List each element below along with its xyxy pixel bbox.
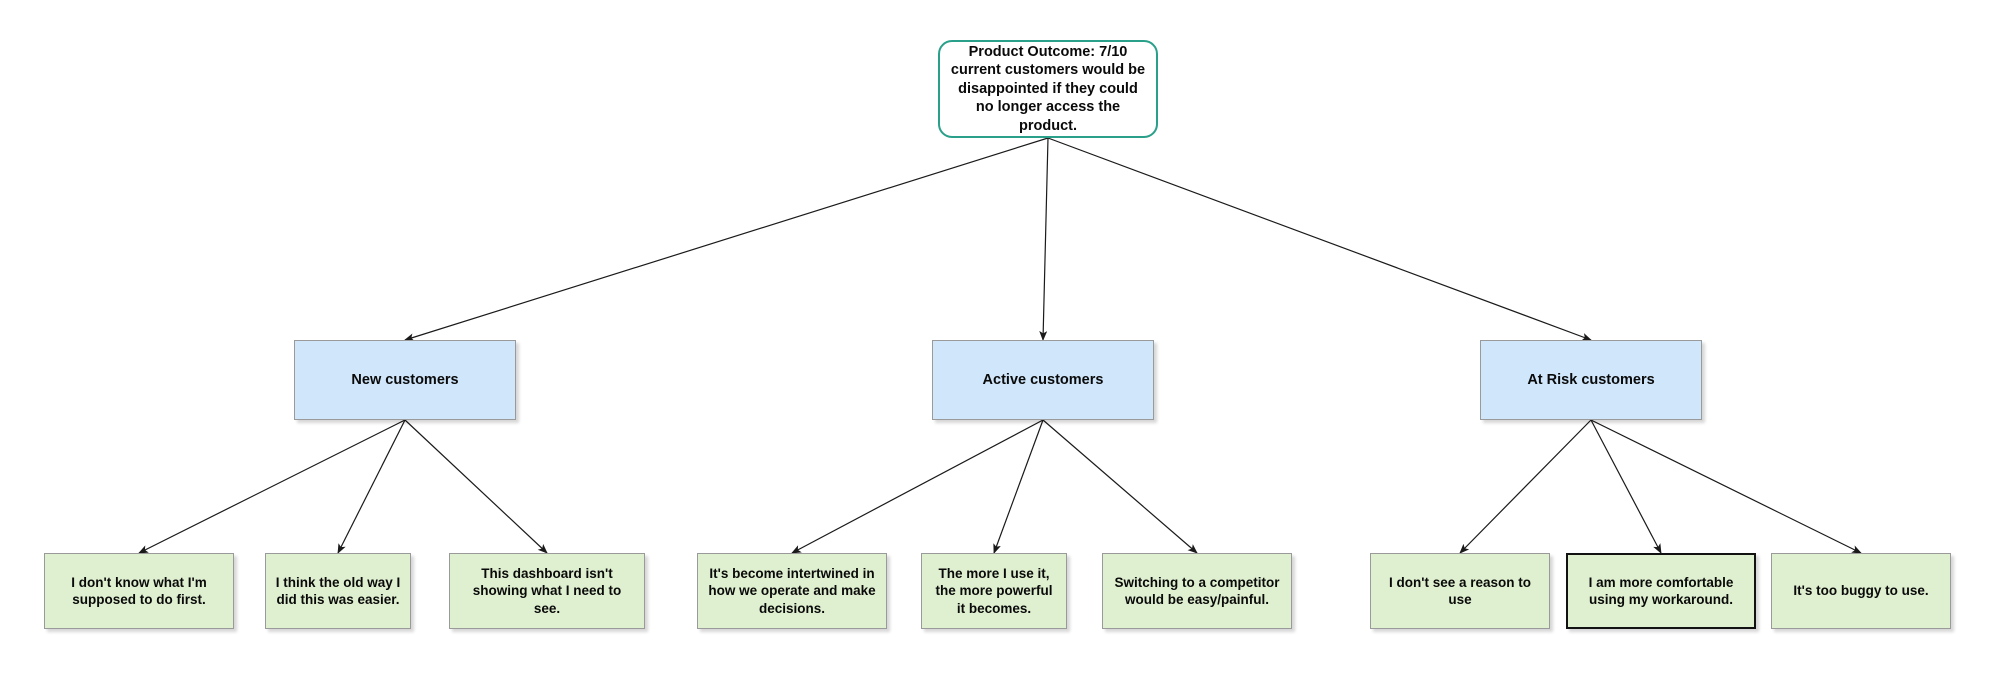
leaf-node-leaf-9[interactable]: It's too buggy to use. bbox=[1771, 553, 1951, 629]
leaf-node-leaf-8[interactable]: I am more comfortable using my workaroun… bbox=[1566, 553, 1756, 629]
root-node-product-outcome-label: Product Outcome: 7/10 current customers … bbox=[950, 43, 1146, 134]
leaf-node-leaf-3[interactable]: This dashboard isn't showing what I need… bbox=[449, 553, 645, 629]
category-node-new-customers[interactable]: New customers bbox=[294, 340, 516, 420]
category-node-new-customers-label: New customers bbox=[351, 371, 459, 388]
connector-edge-atrisk-leaf8 bbox=[1590, 419, 1662, 554]
connector-edge-active-leaf5 bbox=[993, 419, 1044, 554]
category-node-at-risk-customers[interactable]: At Risk customers bbox=[1480, 340, 1702, 420]
leaf-node-leaf-6-label: Switching to a competitor would be easy/… bbox=[1114, 574, 1280, 607]
leaf-node-leaf-4[interactable]: It's become intertwined in how we operat… bbox=[697, 553, 887, 629]
connector-edge-new-leaf2 bbox=[337, 419, 406, 554]
leaf-node-leaf-3-label: This dashboard isn't showing what I need… bbox=[472, 566, 622, 616]
connector-edge-atrisk-leaf7 bbox=[1459, 419, 1592, 554]
leaf-node-leaf-5[interactable]: The more I use it, the more powerful it … bbox=[921, 553, 1067, 629]
connector-edge-atrisk-leaf9 bbox=[1590, 419, 1862, 554]
leaf-node-leaf-6[interactable]: Switching to a competitor would be easy/… bbox=[1102, 553, 1292, 629]
leaf-node-leaf-7-label: I don't see a reason to use bbox=[1389, 574, 1531, 607]
leaf-node-leaf-4-label: It's become intertwined in how we operat… bbox=[708, 566, 876, 616]
connector-edge-root-active bbox=[1039, 137, 1049, 341]
leaf-node-leaf-1[interactable]: I don't know what I'm supposed to do fir… bbox=[44, 553, 234, 629]
connector-edge-new-leaf1 bbox=[138, 419, 406, 554]
leaf-node-leaf-1-label: I don't know what I'm supposed to do fir… bbox=[71, 574, 207, 607]
connector-edge-new-leaf3 bbox=[404, 419, 548, 554]
leaf-node-leaf-7[interactable]: I don't see a reason to use bbox=[1370, 553, 1550, 629]
category-node-active-customers[interactable]: Active customers bbox=[932, 340, 1154, 420]
category-node-active-customers-label: Active customers bbox=[982, 371, 1104, 388]
category-node-at-risk-customers-label: At Risk customers bbox=[1527, 371, 1655, 388]
connector-edge-root-new bbox=[404, 137, 1049, 342]
leaf-node-leaf-8-label: I am more comfortable using my workaroun… bbox=[1588, 574, 1734, 607]
leaf-node-leaf-5-label: The more I use it, the more powerful it … bbox=[935, 566, 1053, 616]
leaf-node-leaf-9-label: It's too buggy to use. bbox=[1793, 583, 1929, 599]
connector-edge-root-atrisk bbox=[1047, 137, 1592, 341]
connector-edge-active-leaf4 bbox=[791, 419, 1044, 554]
root-node-product-outcome[interactable]: Product Outcome: 7/10 current customers … bbox=[938, 40, 1158, 138]
leaf-node-leaf-2[interactable]: I think the old way I did this was easie… bbox=[265, 553, 411, 629]
connector-edge-active-leaf6 bbox=[1042, 419, 1198, 554]
leaf-node-leaf-2-label: I think the old way I did this was easie… bbox=[275, 574, 401, 607]
